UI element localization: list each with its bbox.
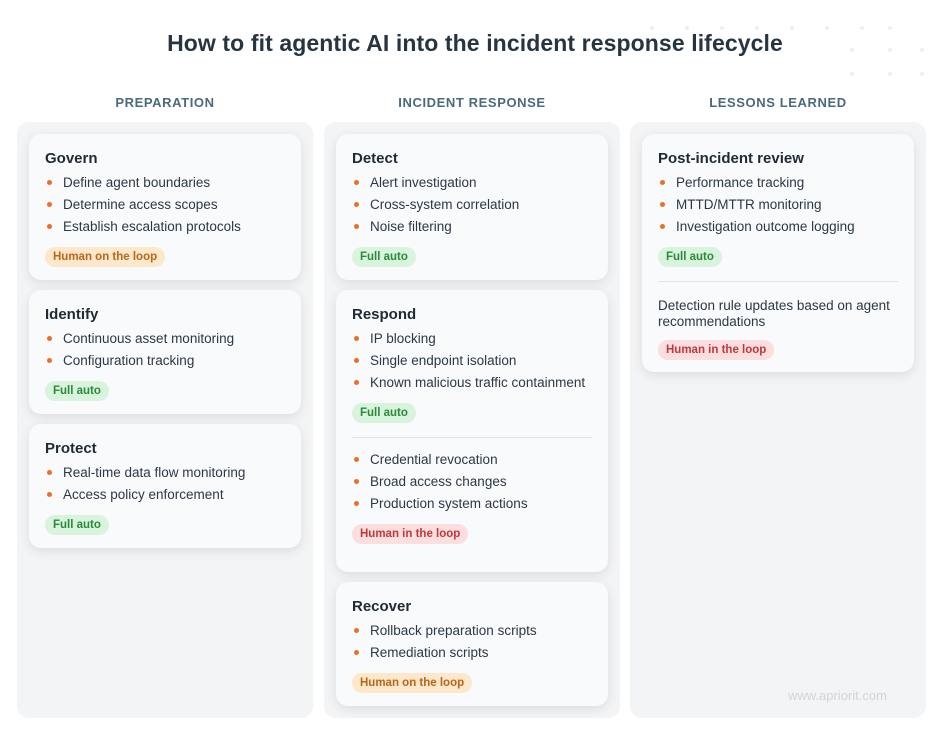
bullet-dot xyxy=(354,650,359,655)
bullet-list: Rollback preparation scripts Remediation… xyxy=(352,623,592,661)
list-item: Known malicious traffic containment xyxy=(352,375,592,391)
bullet-dot xyxy=(660,202,665,207)
list-item: Noise filtering xyxy=(352,219,592,235)
bullet-dot xyxy=(354,180,359,185)
bullet-dot xyxy=(354,628,359,633)
list-item: Broad access changes xyxy=(352,474,592,490)
card-govern: Govern Define agent boundaries Determine… xyxy=(29,134,301,280)
bullet-list: Continuous asset monitoring Configuratio… xyxy=(45,331,285,369)
list-item: Single endpoint isolation xyxy=(352,353,592,369)
list-item: Access policy enforcement xyxy=(45,487,285,503)
card-title: Recover xyxy=(352,598,412,615)
bullet-dot xyxy=(47,336,52,341)
card-title: Respond xyxy=(352,306,417,323)
card-post-incident-review: Post-incident review Performance trackin… xyxy=(642,134,914,372)
bullet-dot xyxy=(354,457,359,462)
column-header-lessons-learned: LESSONS LEARNED xyxy=(709,95,847,110)
bullet-dot xyxy=(47,180,52,185)
column-header-incident-response: INCIDENT RESPONSE xyxy=(398,95,546,110)
bullet-list: IP blocking Single endpoint isolation Kn… xyxy=(352,331,592,391)
list-item: MTTD/MTTR monitoring xyxy=(658,197,898,213)
bullet-dot xyxy=(354,380,359,385)
automation-level-badge: Full auto xyxy=(45,515,109,535)
list-item: Production system actions xyxy=(352,496,592,512)
automation-level-badge: Full auto xyxy=(658,247,722,267)
automation-level-badge: Full auto xyxy=(45,381,109,401)
bullet-dot xyxy=(354,336,359,341)
bullet-list: Performance tracking MTTD/MTTR monitorin… xyxy=(658,175,898,235)
bullet-dot xyxy=(354,224,359,229)
bullet-dot xyxy=(47,492,52,497)
bullet-dot xyxy=(354,479,359,484)
bullet-dot xyxy=(354,358,359,363)
bullet-dot xyxy=(354,202,359,207)
column-lessons-learned: Post-incident review Performance trackin… xyxy=(630,122,926,718)
list-item: Configuration tracking xyxy=(45,353,285,369)
column-header-preparation: PREPARATION xyxy=(115,95,215,110)
divider xyxy=(658,281,898,282)
list-item: Alert investigation xyxy=(352,175,592,191)
bullet-dot xyxy=(660,224,665,229)
list-item: Credential revocation xyxy=(352,452,592,468)
automation-level-badge: Full auto xyxy=(352,403,416,423)
bullet-list: Real-time data flow monitoring Access po… xyxy=(45,465,285,503)
bullet-dot xyxy=(47,202,52,207)
bullet-list: Define agent boundaries Determine access… xyxy=(45,175,285,235)
card-respond: Respond IP blocking Single endpoint isol… xyxy=(336,290,608,572)
automation-level-badge: Human in the loop xyxy=(658,340,775,360)
column-preparation: Govern Define agent boundaries Determine… xyxy=(17,122,313,718)
list-item: Remediation scripts xyxy=(352,645,592,661)
list-item: Real-time data flow monitoring xyxy=(45,465,285,481)
card-note: Detection rule updates based on agent re… xyxy=(658,298,890,329)
watermark: www.apriorit.com xyxy=(788,688,887,703)
column-incident-response: Detect Alert investigation Cross-system … xyxy=(324,122,620,718)
automation-level-badge: Human in the loop xyxy=(352,524,469,544)
list-item: Determine access scopes xyxy=(45,197,285,213)
card-recover: Recover Rollback preparation scripts Rem… xyxy=(336,582,608,706)
bullet-list: Alert investigation Cross-system correla… xyxy=(352,175,592,235)
bullet-dot xyxy=(47,224,52,229)
list-item: Establish escalation protocols xyxy=(45,219,285,235)
automation-level-badge: Full auto xyxy=(352,247,416,267)
list-item: Performance tracking xyxy=(658,175,898,191)
card-title: Govern xyxy=(45,150,98,167)
card-title: Identify xyxy=(45,306,99,323)
card-title: Detect xyxy=(352,150,398,167)
card-title: Protect xyxy=(45,440,97,457)
page-title: How to fit agentic AI into the incident … xyxy=(167,30,783,56)
bullet-dot xyxy=(47,358,52,363)
list-item: Cross-system correlation xyxy=(352,197,592,213)
automation-level-badge: Human on the loop xyxy=(45,247,166,267)
card-protect: Protect Real-time data flow monitoring A… xyxy=(29,424,301,548)
list-item: Continuous asset monitoring xyxy=(45,331,285,347)
automation-level-badge: Human on the loop xyxy=(352,673,473,693)
bullet-list: Credential revocation Broad access chang… xyxy=(352,452,592,512)
divider xyxy=(352,437,592,438)
list-item: Investigation outcome logging xyxy=(658,219,898,235)
list-item: IP blocking xyxy=(352,331,592,347)
bullet-dot xyxy=(47,470,52,475)
bullet-dot xyxy=(660,180,665,185)
list-item: Define agent boundaries xyxy=(45,175,285,191)
bullet-dot xyxy=(354,501,359,506)
list-item: Rollback preparation scripts xyxy=(352,623,592,639)
card-identify: Identify Continuous asset monitoring Con… xyxy=(29,290,301,414)
card-detect: Detect Alert investigation Cross-system … xyxy=(336,134,608,280)
card-title: Post-incident review xyxy=(658,150,804,167)
